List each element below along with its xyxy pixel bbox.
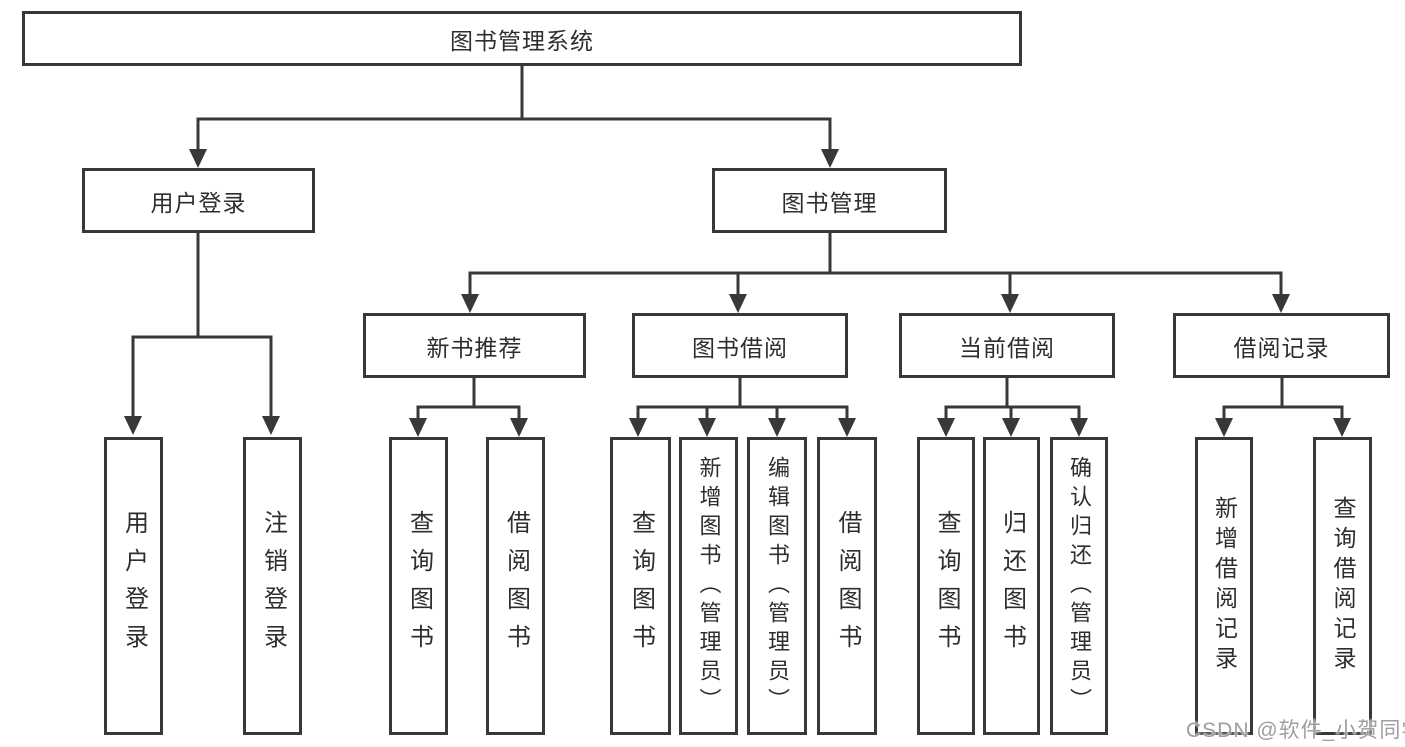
node-user-login-leaf: 用户登录 [104,437,163,735]
node-query-books-recommend: 查询图书 [389,437,448,735]
node-borrow-books-leaf: 借阅图书 [817,437,877,735]
node-library-management-system: 图书管理系统 [22,11,1022,66]
node-borrow-books-recommend: 借阅图书 [486,437,545,735]
node-confirm-return-admin: 确认归还（管理员） [1050,437,1108,735]
node-user-login: 用户登录 [82,168,315,233]
node-current-borrow: 当前借阅 [899,313,1115,378]
node-new-book-recommend: 新书推荐 [363,313,586,378]
node-book-management: 图书管理 [712,168,947,233]
node-borrow-record: 借阅记录 [1173,313,1390,378]
node-add-borrow-record: 新增借阅记录 [1195,437,1253,735]
node-add-book-admin: 新增图书（管理员） [679,437,738,735]
tree-edge-lines [131,64,1344,423]
node-book-borrow: 图书借阅 [632,313,848,378]
node-query-books-current: 查询图书 [917,437,975,735]
node-return-book: 归还图书 [983,437,1040,735]
node-query-borrow-record: 查询借阅记录 [1313,437,1372,735]
node-edit-book-admin: 编辑图书（管理员） [747,437,807,735]
csdn-watermark: CSDN @软件_小贺同学 [1186,719,1405,742]
node-logout-leaf: 注销登录 [243,437,302,735]
node-query-books-borrow: 查询图书 [610,437,671,735]
